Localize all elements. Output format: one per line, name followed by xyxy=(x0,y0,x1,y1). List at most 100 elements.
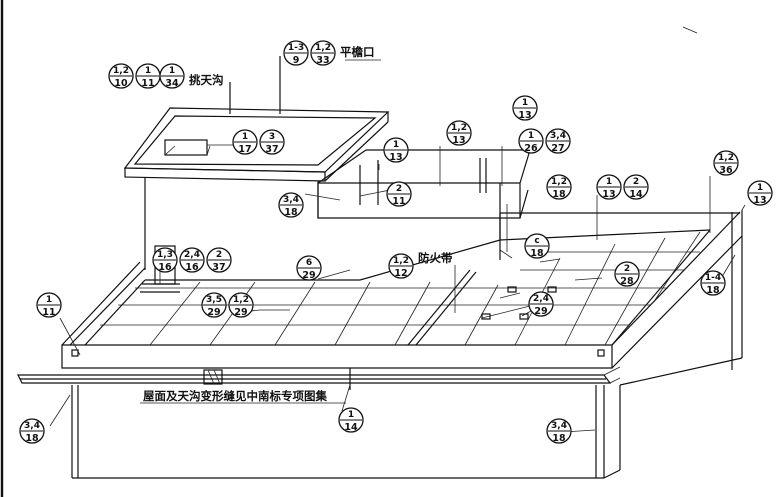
callout-sheet-number: 16 xyxy=(185,262,199,273)
callout-symbol: 211 xyxy=(386,181,412,207)
callout-symbol: 1-418 xyxy=(700,270,726,296)
callout-detail-number: 1 xyxy=(606,177,612,187)
callout-symbol: 629 xyxy=(296,255,322,281)
callout-detail-number: 3,4 xyxy=(550,131,566,141)
callout-symbol: 117 xyxy=(232,129,258,155)
label-ping-yan-kou: 平檐口 xyxy=(340,45,375,59)
callout-sheet-number: 18 xyxy=(552,433,566,444)
callout-symbol: 1,229 xyxy=(228,292,254,318)
callout-sheet-number: 13 xyxy=(518,110,531,121)
callout-symbol: 3,418 xyxy=(278,192,304,218)
callout-symbol: 3,529 xyxy=(201,292,227,318)
callout-sheet-number: 17 xyxy=(238,144,251,155)
callout-sheet-number: 37 xyxy=(212,262,225,273)
callout-detail-number: 1,2 xyxy=(451,123,467,133)
callout-sheet-number: 14 xyxy=(344,422,358,433)
raised-block xyxy=(317,149,531,260)
callout-symbol: 3,427 xyxy=(545,128,571,154)
callout-sheet-number: 33 xyxy=(316,55,329,66)
callout-symbol: 113 xyxy=(383,137,409,163)
callout-symbol: 2,416 xyxy=(179,247,205,273)
callout-symbol: 237 xyxy=(206,247,232,273)
callout-sheet-number: 27 xyxy=(551,143,564,154)
callout-detail-number: 2,4 xyxy=(184,250,200,260)
callout-detail-number: 1-4 xyxy=(705,273,721,283)
callout-detail-number: 2 xyxy=(396,184,402,194)
callout-detail-number: 3,4 xyxy=(24,421,40,431)
callout-detail-number: 1,3 xyxy=(157,250,173,260)
callout-symbol: 1,212 xyxy=(388,253,414,279)
callout-detail-number: 1 xyxy=(528,131,534,141)
callout-symbol: 114 xyxy=(338,407,364,433)
callout-symbol: c18 xyxy=(524,233,550,259)
callout-sheet-number: 11 xyxy=(42,307,55,318)
callout-symbol: 134 xyxy=(159,63,185,89)
callout-sheet-number: 13 xyxy=(389,152,402,163)
callout-sheet-number: 26 xyxy=(524,143,538,154)
roof-markers xyxy=(71,286,605,357)
label-fang-huo-dai: 防火带 xyxy=(418,251,453,265)
callout-symbol: 111 xyxy=(36,292,62,318)
callout-symbol: 1,218 xyxy=(546,174,572,200)
building-walls xyxy=(71,385,621,479)
callout-symbol: 113 xyxy=(512,95,538,121)
callout-sheet-number: 29 xyxy=(534,306,547,317)
callout-sheet-number: 9 xyxy=(293,55,300,66)
callout-detail-number: 3,4 xyxy=(283,195,299,205)
callout-sheet-number: 14 xyxy=(629,189,643,200)
callout-sheet-number: 11 xyxy=(392,196,405,207)
callout-detail-number: 6 xyxy=(306,258,312,268)
callout-detail-number: c xyxy=(534,236,539,246)
callout-symbol: 1,210 xyxy=(108,63,134,89)
callout-symbol: 2,429 xyxy=(528,291,554,317)
callout-detail-number: 1,2 xyxy=(718,153,734,163)
callout-sheet-number: 36 xyxy=(719,165,733,176)
callout-sheet-number: 29 xyxy=(302,270,315,281)
callout-symbol: 126 xyxy=(518,128,544,154)
callout-sheet-number: 13 xyxy=(753,195,766,206)
main-roof xyxy=(61,210,743,386)
callout-sheet-number: 28 xyxy=(620,276,634,287)
callout-symbol: 3,418 xyxy=(546,418,572,444)
callout-detail-number: 1 xyxy=(348,410,354,420)
callout-detail-number: 2 xyxy=(633,177,639,187)
upper-box xyxy=(123,56,390,270)
callout-sheet-number: 37 xyxy=(265,144,278,155)
callout-sheet-number: 11 xyxy=(141,78,154,89)
callout-detail-number: 1,2 xyxy=(315,43,331,53)
callout-symbol: 214 xyxy=(623,174,649,200)
callout-sheet-number: 16 xyxy=(158,262,172,273)
callout-sheet-number: 18 xyxy=(284,207,298,218)
callout-sheet-number: 18 xyxy=(25,433,39,444)
callout-detail-number: 1,2 xyxy=(393,256,409,266)
label-deformation-joint-note: 屋面及天沟变形缝见中南标专项图集 xyxy=(143,389,327,403)
callout-detail-number: 1 xyxy=(46,295,52,305)
callout-symbol: 1,236 xyxy=(713,150,739,176)
callout-detail-number: 2,4 xyxy=(533,294,549,304)
callout-sheet-number: 10 xyxy=(114,78,128,89)
callout-symbol: 3,418 xyxy=(19,418,45,444)
callout-detail-number: 3 xyxy=(269,132,275,142)
leader-lines xyxy=(49,59,746,434)
callout-detail-number: 3,5 xyxy=(206,295,222,305)
callout-symbol: 1,213 xyxy=(446,120,472,146)
callout-symbol: 228 xyxy=(614,261,640,287)
callout-detail-number: 1 xyxy=(169,66,175,76)
callout-detail-number: 1 xyxy=(757,183,763,193)
label-tiao-tian-gou: 挑天沟 xyxy=(189,73,224,87)
callout-sheet-number: 18 xyxy=(706,285,720,296)
callout-sheet-number: 29 xyxy=(207,307,220,318)
callout-detail-number: 2 xyxy=(216,250,222,260)
callout-detail-number: 1-3 xyxy=(288,43,304,53)
callout-sheet-number: 13 xyxy=(602,189,615,200)
callout-symbol: 113 xyxy=(747,180,773,206)
callout-detail-number: 1,2 xyxy=(233,295,249,305)
callout-detail-number: 1,2 xyxy=(551,177,567,187)
callout-detail-number: 2 xyxy=(624,264,630,274)
callout-symbol: 337 xyxy=(259,129,285,155)
callout-symbol: 1-39 xyxy=(283,40,309,66)
callout-symbol: 113 xyxy=(596,174,622,200)
callout-detail-number: 1 xyxy=(522,98,528,108)
callout-sheet-number: 34 xyxy=(165,78,179,89)
